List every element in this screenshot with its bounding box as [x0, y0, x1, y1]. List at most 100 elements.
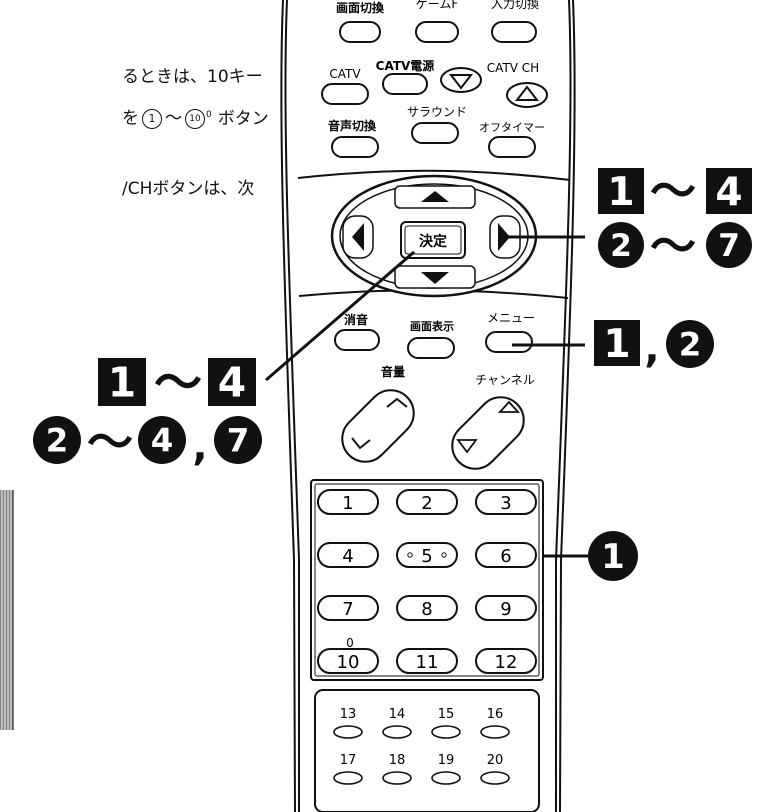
enter-button[interactable]: 決定 [400, 221, 466, 259]
enter-step-start-badge-label: 1 [108, 358, 136, 406]
dpad-step2-end-badge-label: 7 [718, 228, 740, 264]
volume-label: 音量 [381, 364, 405, 379]
mute-label: 消音 [344, 312, 368, 327]
number-key-label: 6 [500, 546, 511, 567]
menu-step-second-badge-label: 2 [679, 326, 702, 364]
top-label-input-switch: 入力切換 [491, 0, 539, 11]
game-button[interactable] [415, 21, 459, 43]
screen-switch-button[interactable] [339, 21, 381, 43]
number-key-1[interactable]: 1 [317, 489, 379, 515]
small-key-18[interactable]: 18 [382, 753, 412, 785]
input-switch-button[interactable] [491, 21, 537, 43]
number-key-12[interactable]: 12 [475, 648, 537, 674]
dpad-step-start-badge-label: 1 [607, 170, 634, 215]
catv-label: CATV [329, 67, 361, 81]
number-key-label: 2 [421, 493, 432, 514]
number-key-10[interactable]: 100 [317, 636, 379, 674]
mute-button[interactable] [334, 329, 380, 351]
off-timer-button[interactable] [488, 136, 536, 158]
circled-10-glyph: 10 [185, 108, 205, 129]
small-key-label: 20 [487, 753, 504, 768]
menu-step-first-badge-label: 1 [603, 322, 630, 367]
surround-label: サラウンド [407, 105, 467, 119]
top-label-game: ゲームF [416, 0, 459, 11]
number-key-label: 9 [500, 599, 511, 620]
number-key-9[interactable]: 9 [475, 595, 537, 621]
number-key-label: 8 [421, 599, 432, 620]
enter-step-end-badge-label: 4 [218, 358, 246, 406]
enter-step2-extra-badge-label: 7 [227, 422, 250, 460]
menu-label: メニュー [487, 311, 535, 325]
dpad-tilde-2: ～ [650, 219, 696, 273]
number-key-5[interactable]: 5 [396, 542, 458, 568]
menu-step-comma: , [644, 326, 659, 372]
catv-button[interactable] [321, 83, 369, 105]
display-label: 画面表示 [410, 319, 454, 333]
enter-step2-extra-badge [214, 416, 262, 464]
audio-switch-button[interactable] [331, 136, 379, 158]
dpad-down-button[interactable] [394, 265, 476, 289]
small-keypad: 13 14 15 16 17 18 19 20 [314, 689, 540, 812]
small-key-16[interactable]: 16 [480, 707, 510, 739]
dpad-step2-end-badge [706, 222, 752, 268]
catv-ch-label: CATV CH [487, 61, 539, 75]
small-key-19[interactable]: 19 [431, 753, 461, 785]
enter-callout-line [265, 250, 415, 382]
side-text-prefix: を [122, 108, 139, 129]
catv-ch-up-icon [514, 85, 540, 101]
audio-switch-label: 音声切換 [328, 118, 377, 133]
small-key-17[interactable]: 17 [333, 753, 363, 785]
dpad-left-button[interactable] [342, 215, 374, 259]
number-key-label: 7 [342, 599, 353, 620]
rockers: 音量 チャンネル [333, 364, 535, 479]
catv-power-button[interactable] [382, 73, 428, 95]
number-key-11[interactable]: 11 [396, 648, 458, 674]
top-row: 画面切換 ゲームF 入力切換 [336, 0, 539, 43]
number-key-label: 5 [421, 546, 432, 567]
dpad-step2-start-badge [598, 222, 644, 268]
volume-rocker[interactable] [333, 381, 424, 472]
keypad-step-badge [588, 531, 638, 581]
tactile-dot-icon [441, 552, 447, 558]
volume-down-icon [351, 437, 371, 450]
menu-button[interactable] [485, 331, 533, 353]
small-key-label: 17 [340, 753, 357, 768]
number-key-3[interactable]: 3 [475, 489, 537, 515]
dpad-step-end-badge-label: 4 [715, 170, 742, 215]
number-key-8[interactable]: 8 [396, 595, 458, 621]
number-key-7[interactable]: 7 [317, 595, 379, 621]
small-key-20[interactable]: 20 [480, 753, 510, 785]
number-key-label: 3 [500, 493, 511, 514]
down-arrow-icon [421, 272, 449, 284]
number-key-label: 12 [495, 652, 518, 673]
dpad-step-end-badge [706, 168, 752, 214]
channel-up-icon [497, 400, 521, 413]
side-text-line1: るときは、10キー [122, 67, 263, 87]
left-arrow-icon [352, 223, 364, 251]
small-keypad-frame [314, 689, 540, 812]
number-key-2[interactable]: 2 [396, 489, 458, 515]
enter-label: 決定 [419, 233, 447, 250]
small-key-15[interactable]: 15 [431, 707, 461, 739]
channel-label: チャンネル [475, 373, 535, 387]
enter-tilde-1: ～ [154, 355, 202, 411]
enter-step2-start-badge-label: 2 [46, 422, 69, 460]
catv-ch-down-icon [448, 74, 474, 90]
display-button[interactable] [407, 337, 455, 359]
keypad-step-badge-label: 1 [601, 537, 624, 576]
number-key-4[interactable]: 4 [317, 542, 379, 568]
number-key-6[interactable]: 6 [475, 542, 537, 568]
dpad-up-button[interactable] [394, 185, 476, 209]
channel-rocker[interactable] [443, 388, 534, 479]
enter-step-end-badge [208, 358, 256, 406]
menu-step-second-badge [666, 320, 714, 368]
small-key-13[interactable]: 13 [333, 707, 363, 739]
volume-up-icon [386, 397, 408, 408]
third-row: 音声切換 サラウンド オフタイマー [328, 105, 545, 158]
up-arrow-icon [421, 191, 449, 202]
catv-row: CATV CATV電源 CATV CH [321, 58, 548, 108]
surround-button[interactable] [411, 122, 459, 144]
small-key-14[interactable]: 14 [382, 707, 412, 739]
